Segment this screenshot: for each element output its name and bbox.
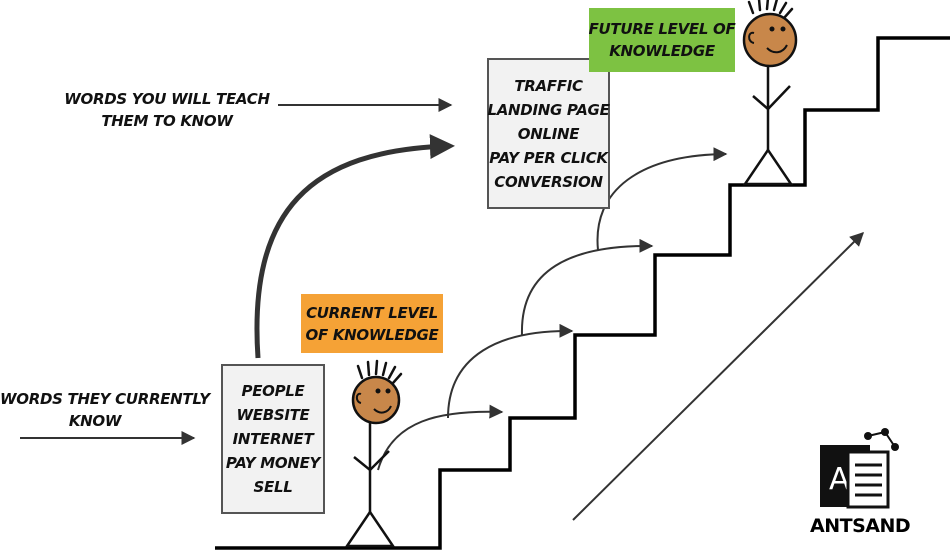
current-word: INTERNET (232, 430, 314, 448)
current-level-line1: CURRENT LEVEL (306, 303, 438, 322)
step-arrow-4 (596, 147, 728, 251)
future-words-box: TRAFFIC LANDING PAGE ONLINE PAY PER CLIC… (487, 58, 610, 209)
current-word: SELL (253, 478, 293, 496)
future-level-tag: FUTURE LEVEL OF KNOWLEDGE (588, 8, 736, 72)
stick-figure-future (742, 0, 798, 186)
words-know-line1: WORDS THEY CURRENTLY (0, 390, 210, 408)
current-level-line2: OF KNOWLEDGE (305, 325, 439, 344)
current-level-tag: CURRENT LEVEL OF KNOWLEDGE (301, 294, 443, 353)
future-word: ONLINE (517, 124, 580, 143)
words-know-label: WORDS THEY CURRENTLY KNOW (0, 388, 210, 432)
current-word: PAY MONEY (225, 454, 321, 472)
current-word: PEOPLE (241, 382, 305, 400)
step-arrow-1 (377, 404, 504, 471)
current-words-box: PEOPLE WEBSITE INTERNET PAY MONEY SELL (221, 364, 325, 514)
step-arrow-3 (520, 238, 654, 336)
future-word: CONVERSION (494, 172, 603, 191)
progress-curve-arrow (254, 134, 455, 359)
words-know-line2: KNOW (68, 412, 122, 430)
words-teach-line1: WORDS YOU WILL TEACH (64, 90, 270, 108)
words-teach-line2: THEM TO KNOW (101, 112, 233, 130)
future-level-line2: KNOWLEDGE (609, 42, 715, 60)
step-arrow-2 (447, 323, 574, 419)
svg-text:A: A (829, 462, 850, 497)
growth-arrow (572, 232, 864, 521)
words-teach-label: WORDS YOU WILL TEACH THEM TO KNOW (62, 88, 272, 132)
future-word: LANDING PAGE (487, 100, 610, 119)
stick-figure-current (344, 359, 403, 548)
future-level-line1: FUTURE LEVEL OF (588, 20, 736, 38)
current-word: WEBSITE (236, 406, 310, 424)
antsand-logo-icon: A (820, 428, 899, 509)
future-word: TRAFFIC (514, 76, 583, 95)
future-word: PAY PER CLICK (489, 148, 608, 167)
brand-name: ANTSAND (810, 515, 911, 537)
staircase (215, 36, 950, 550)
